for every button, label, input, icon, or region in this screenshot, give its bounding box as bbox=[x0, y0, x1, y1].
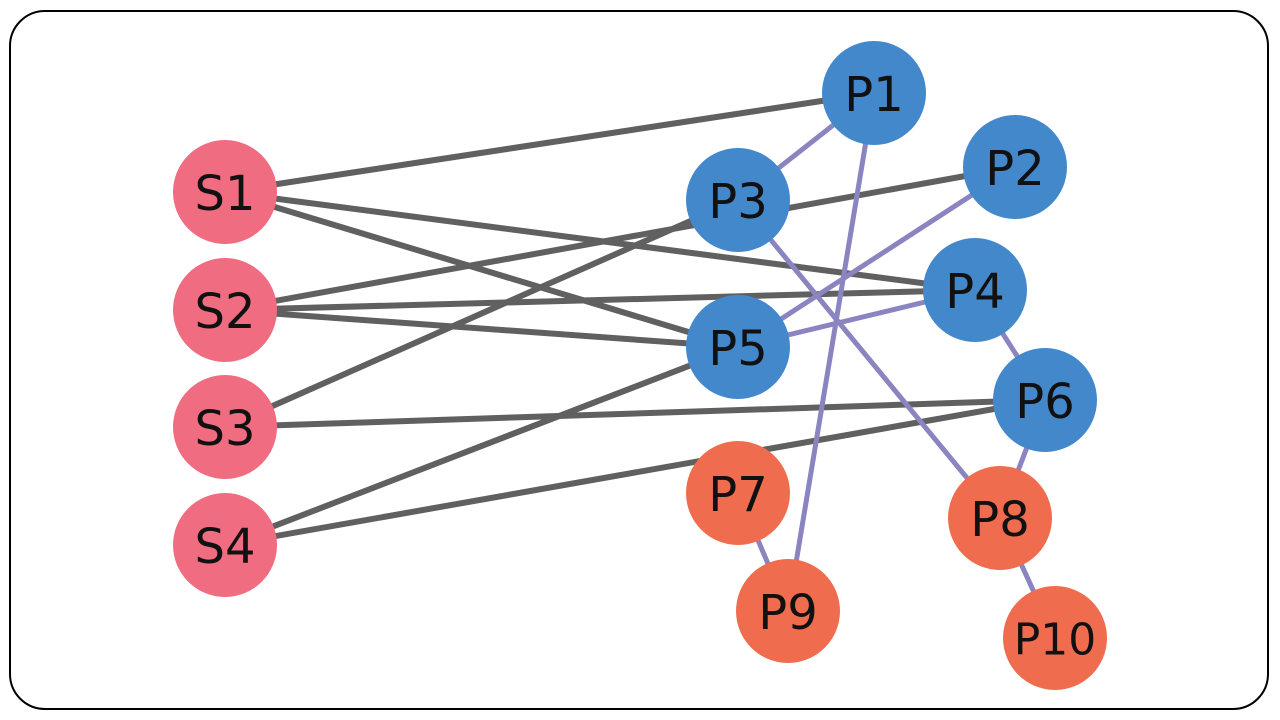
node-p1[interactable]: P1 bbox=[822, 41, 926, 145]
node-p6[interactable]: P6 bbox=[993, 348, 1097, 452]
node-label: P9 bbox=[758, 585, 817, 641]
node-label: S3 bbox=[194, 401, 255, 457]
edge-p3-p8 bbox=[736, 198, 1002, 520]
node-s3[interactable]: S3 bbox=[173, 375, 277, 479]
node-p2[interactable]: P2 bbox=[963, 115, 1067, 219]
node-label: P7 bbox=[708, 467, 767, 523]
edges-layer bbox=[223, 90, 1058, 640]
node-label: S1 bbox=[194, 166, 255, 222]
edge-s1-p1 bbox=[224, 90, 875, 195]
node-circle bbox=[686, 148, 790, 252]
edge-p2-p5 bbox=[736, 164, 1017, 350]
edge-s1-p5 bbox=[224, 189, 739, 350]
node-label: P3 bbox=[708, 174, 767, 230]
node-label: P2 bbox=[985, 141, 1044, 197]
edge-s4-p5 bbox=[223, 344, 740, 548]
edge-p1-p9 bbox=[785, 92, 877, 612]
node-p4[interactable]: P4 bbox=[923, 238, 1027, 342]
node-label: S2 bbox=[194, 284, 255, 340]
node-circle bbox=[173, 258, 277, 362]
node-circle bbox=[993, 348, 1097, 452]
node-circle bbox=[173, 375, 277, 479]
node-label: P4 bbox=[945, 264, 1004, 320]
node-p9[interactable]: P9 bbox=[736, 559, 840, 663]
node-circle bbox=[923, 238, 1027, 342]
edge-s2-p5 bbox=[224, 307, 739, 350]
node-circle bbox=[1003, 586, 1107, 690]
node-s1[interactable]: S1 bbox=[173, 140, 277, 244]
node-p5[interactable]: P5 bbox=[686, 295, 790, 399]
edge-s2-p2 bbox=[224, 164, 1016, 313]
node-label: P8 bbox=[970, 492, 1029, 548]
node-p3[interactable]: P3 bbox=[686, 148, 790, 252]
node-circle bbox=[948, 466, 1052, 570]
edge-s3-p3 bbox=[223, 197, 740, 430]
node-circle bbox=[963, 115, 1067, 219]
slide-frame bbox=[9, 10, 1269, 710]
node-label: P10 bbox=[1014, 615, 1097, 666]
node-circle bbox=[822, 41, 926, 145]
edge-s4-p6 bbox=[224, 397, 1046, 548]
node-label: S4 bbox=[194, 519, 255, 575]
edge-s2-p4 bbox=[224, 287, 976, 313]
node-label: P1 bbox=[844, 67, 903, 123]
node-s4[interactable]: S4 bbox=[173, 493, 277, 597]
node-label: P5 bbox=[708, 321, 767, 377]
node-label: P6 bbox=[1015, 374, 1074, 430]
node-circle bbox=[736, 559, 840, 663]
node-circle bbox=[173, 140, 277, 244]
node-circle bbox=[686, 295, 790, 399]
node-p8[interactable]: P8 bbox=[948, 466, 1052, 570]
node-circle bbox=[173, 493, 277, 597]
node-p7[interactable]: P7 bbox=[686, 441, 790, 545]
node-s2[interactable]: S2 bbox=[173, 258, 277, 362]
node-circle bbox=[686, 441, 790, 545]
node-p10[interactable]: P10 bbox=[1003, 586, 1107, 690]
